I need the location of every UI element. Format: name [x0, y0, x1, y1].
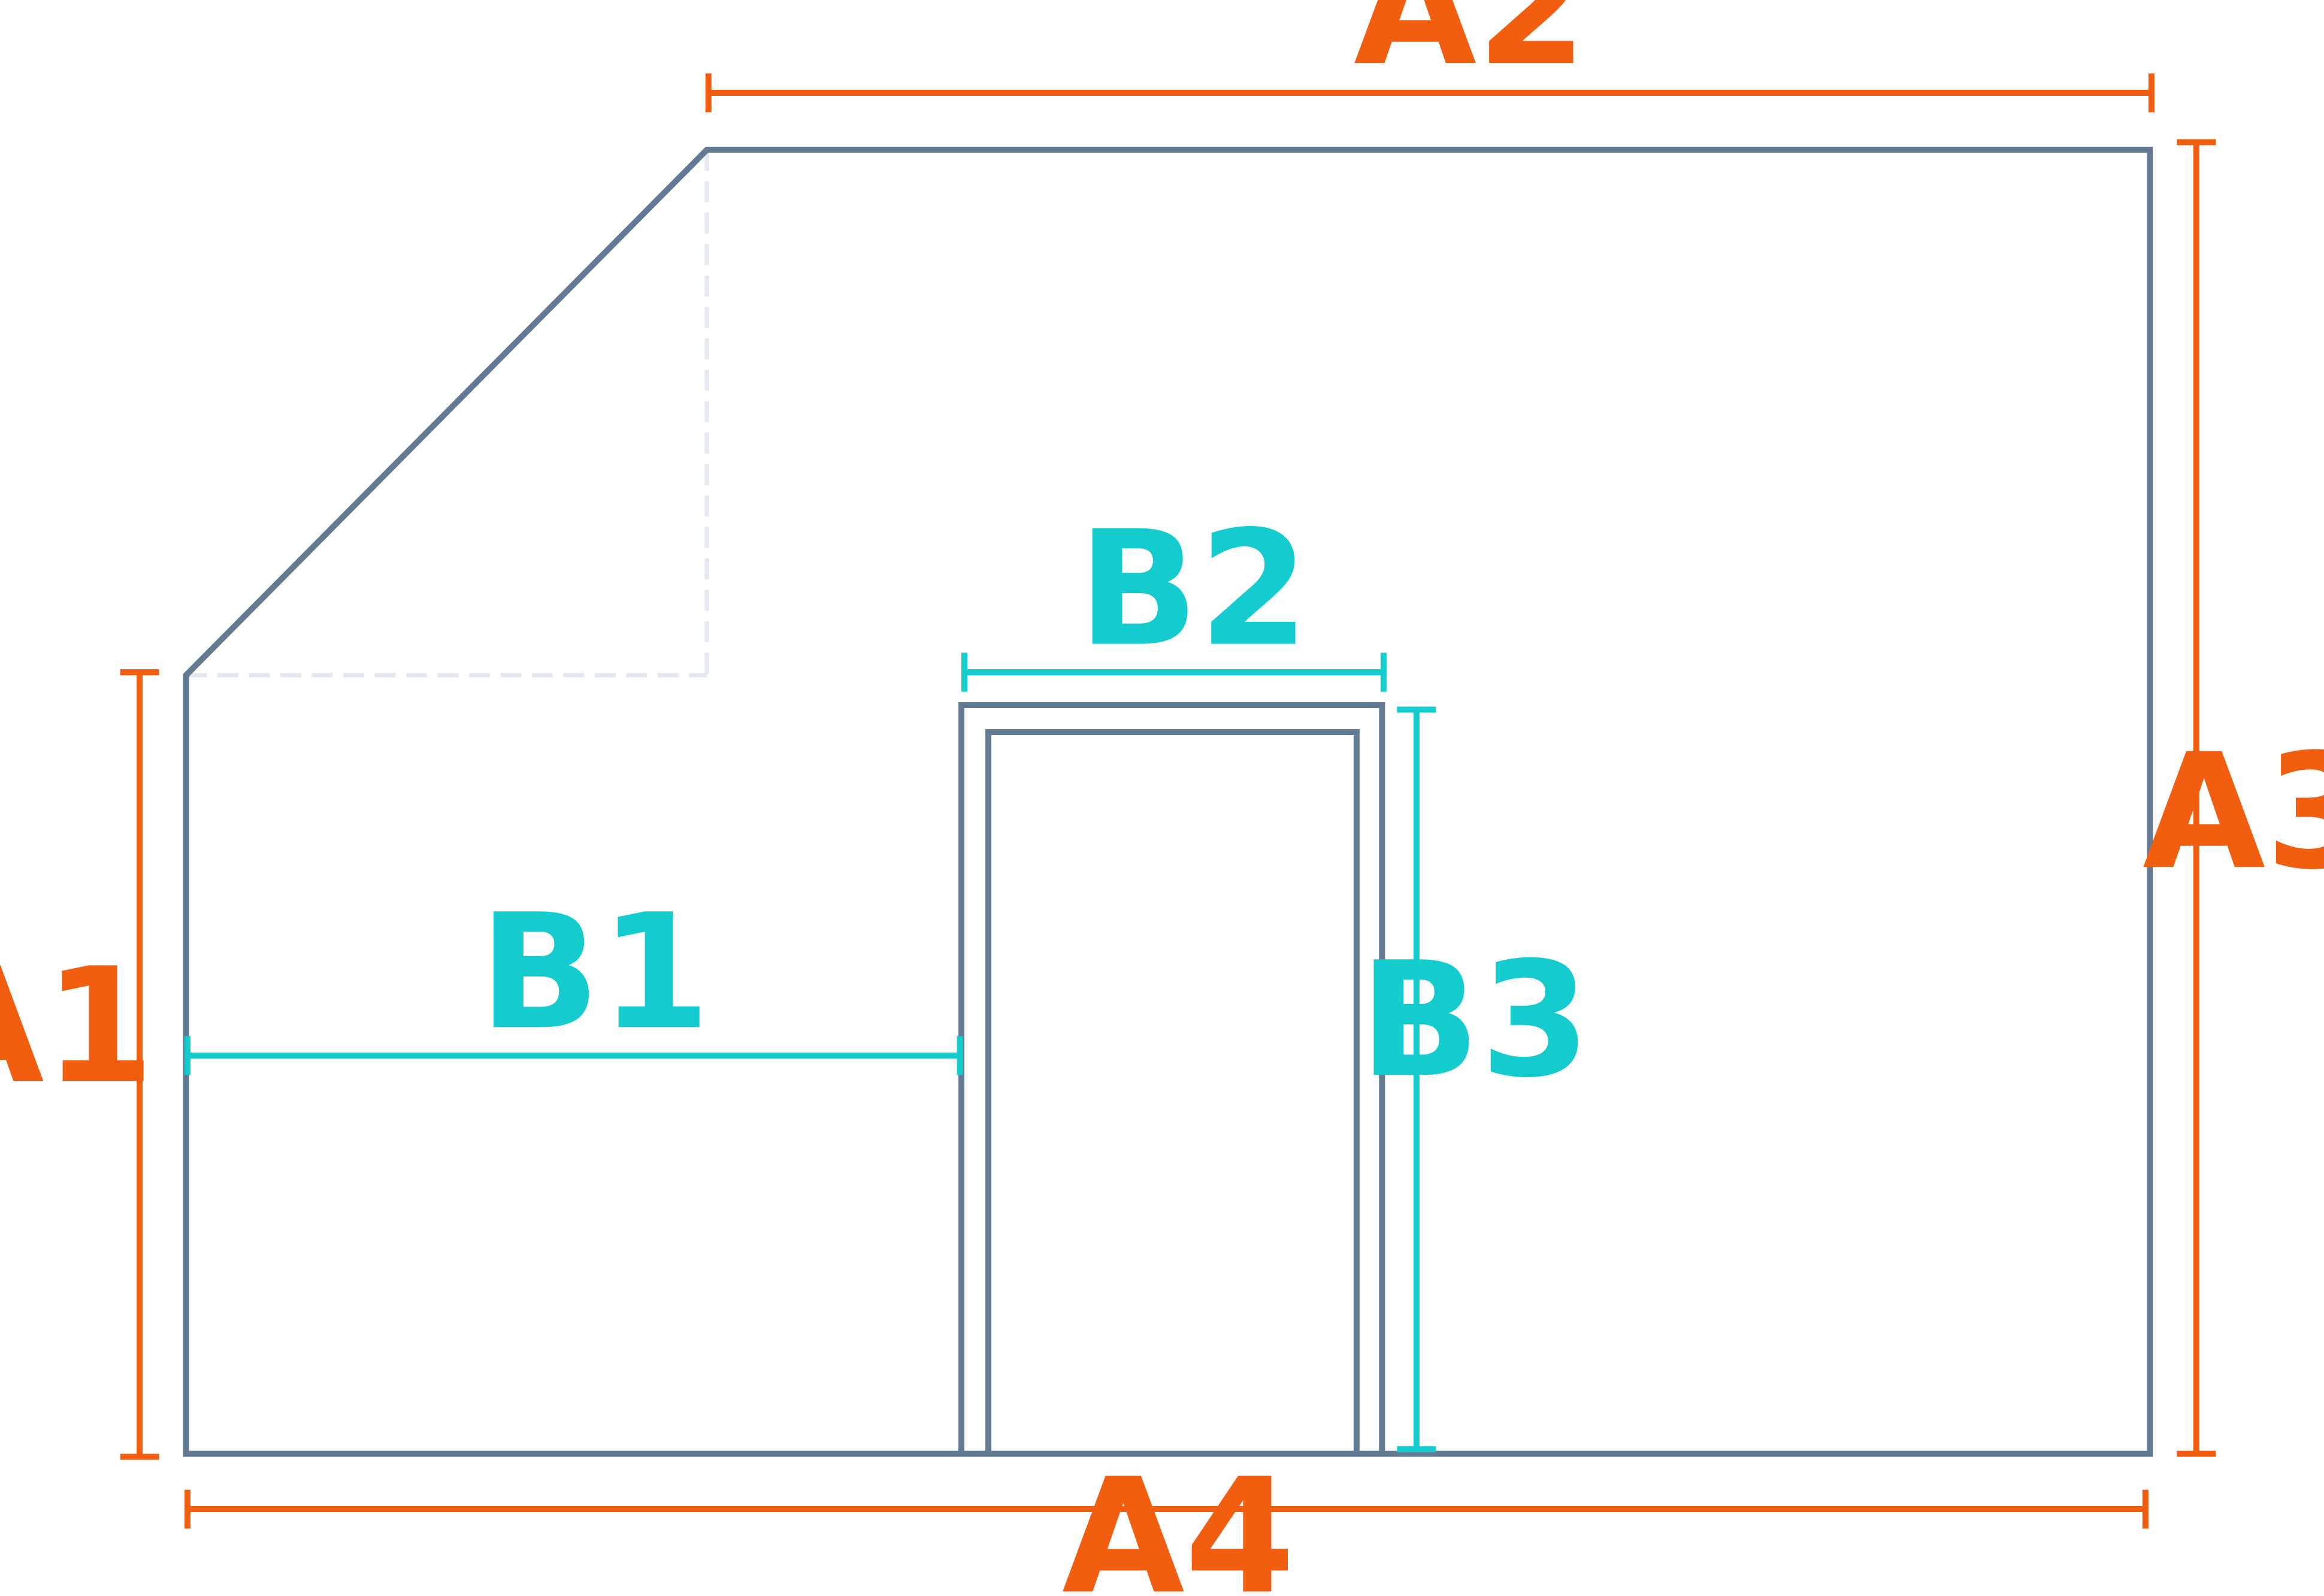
dimension-b1	[184, 1036, 963, 1075]
label-b1: B1	[479, 880, 710, 1065]
label-a2: A2	[1354, 0, 1587, 101]
dimension-a4	[184, 1489, 2149, 1529]
wall-outline	[183, 146, 2153, 1457]
wall-dimensions	[120, 73, 2216, 1529]
label-b2: B2	[1078, 497, 1309, 682]
door-inner-frame	[985, 729, 1360, 1454]
door	[958, 702, 1385, 1454]
door-dimensions	[184, 652, 1436, 1453]
dimension-b3	[1397, 706, 1436, 1453]
label-a3: A3	[2143, 720, 2324, 905]
label-b3: B3	[1359, 928, 1590, 1113]
door-outer-frame	[958, 702, 1385, 1454]
dimension-a2	[705, 73, 2154, 113]
corner-guide-lines	[186, 149, 710, 678]
dimension-b2	[961, 652, 1387, 692]
dimension-a3	[2177, 139, 2216, 1457]
label-a4: A4	[1062, 1445, 1295, 1596]
dimension-a1	[120, 669, 159, 1460]
label-a1: A1	[0, 934, 155, 1119]
